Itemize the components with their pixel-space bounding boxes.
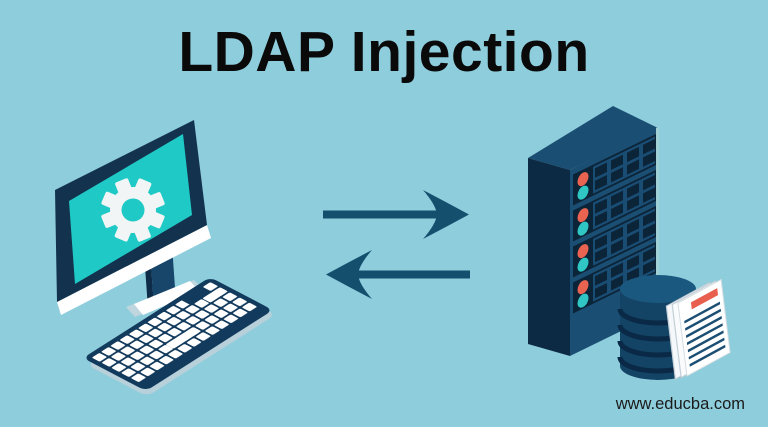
gear-icon <box>101 178 165 242</box>
documents-icon <box>665 278 731 381</box>
watermark: www.educba.com <box>615 395 745 413</box>
computer-with-gear-icon <box>55 120 272 395</box>
page-title: LDAP Injection <box>178 20 590 84</box>
server-stack-icon <box>528 106 731 381</box>
document-text-lines <box>684 301 726 367</box>
arrow-left-icon <box>326 250 470 299</box>
arrow-right-icon <box>323 190 469 239</box>
keyboard-icon <box>86 279 272 395</box>
document-accent-bar <box>690 288 719 310</box>
transfer-arrows-icon <box>323 190 470 299</box>
